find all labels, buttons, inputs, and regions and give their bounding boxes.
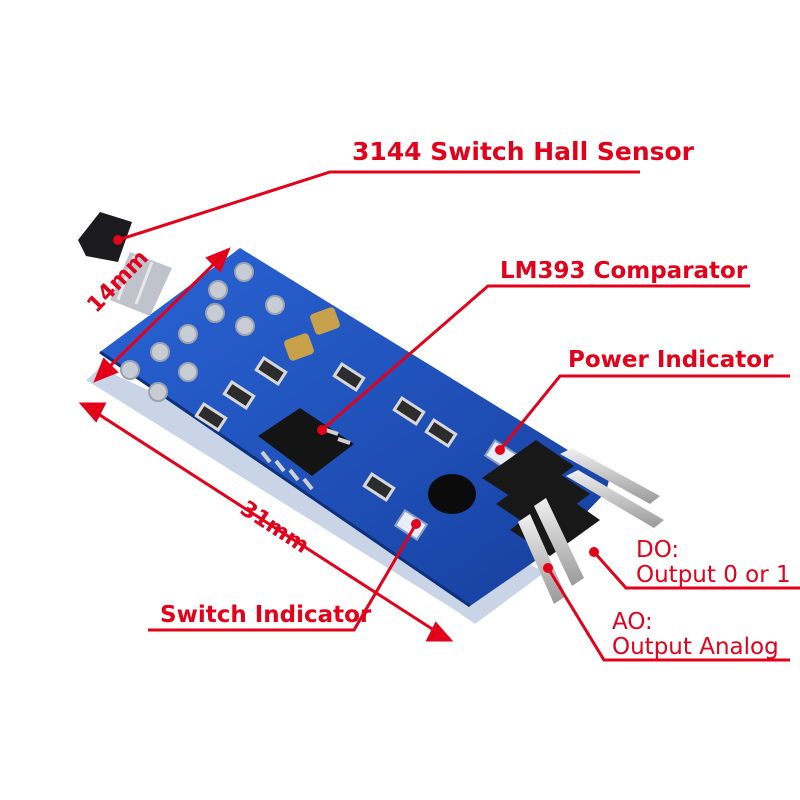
leader-ao xyxy=(546,567,790,662)
label-ao-output: AO: Output Analog xyxy=(612,610,779,660)
solder-pads xyxy=(120,262,285,402)
capacitors xyxy=(284,307,340,361)
pcb-top xyxy=(100,248,610,606)
leader-do xyxy=(592,551,800,590)
leader-power xyxy=(498,374,790,451)
label-hall-sensor: 3144 Switch Hall Sensor xyxy=(352,137,695,166)
label-do-desc: Output 0 or 1 xyxy=(636,562,791,588)
leader-endpoints xyxy=(113,235,599,573)
dimension-14mm-arrow xyxy=(93,247,231,383)
header-pins xyxy=(482,440,664,604)
leader-lm393 xyxy=(321,284,750,432)
leader-hall-sensor xyxy=(117,170,640,242)
label-do-title: DO: xyxy=(636,537,680,563)
dimension-31mm-arrow xyxy=(78,402,454,642)
switch-led xyxy=(393,508,429,542)
label-lm393-comparator: LM393 Comparator xyxy=(500,258,748,284)
resistors xyxy=(194,355,458,503)
hall-sensor-component xyxy=(78,212,172,316)
label-power-indicator: Power Indicator xyxy=(568,347,774,373)
leader-lines xyxy=(117,170,800,662)
label-switch-indicator: Switch Indicator xyxy=(160,602,372,628)
pcb-board xyxy=(86,248,610,624)
label-ao-title: AO: xyxy=(612,609,653,635)
mounting-hole xyxy=(428,474,476,514)
leader-switch xyxy=(148,523,418,632)
lm393-chip xyxy=(258,408,354,491)
label-do-output: DO: Output 0 or 1 xyxy=(636,538,791,588)
label-ao-desc: Output Analog xyxy=(612,634,779,660)
